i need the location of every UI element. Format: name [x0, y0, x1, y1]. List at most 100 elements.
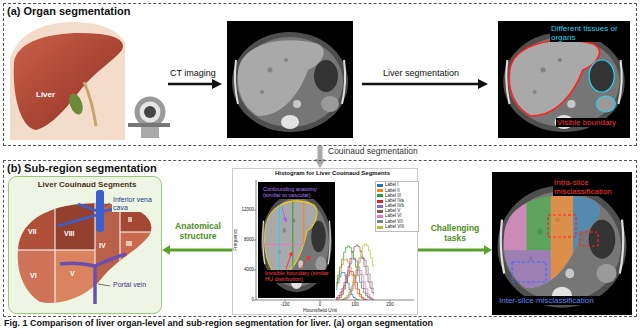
callout-text: Confounding anatomy (similar to vascular…: [262, 186, 324, 199]
tick-label: 200: [382, 302, 398, 307]
edge-label: Couinaud segmentation: [327, 147, 419, 157]
couinaud-anatomy: [9, 177, 162, 314]
legend-row: Label VIII: [377, 225, 417, 230]
edge-label: Anatomical structure: [168, 222, 228, 242]
panel-title: (a) Organ segmentation: [7, 5, 130, 18]
connector-line: [168, 249, 232, 252]
legend-row: Label VII: [377, 219, 417, 224]
histogram-bars: [336, 245, 374, 300]
histogram-figure: [258, 182, 335, 298]
ct-scanner-icon: [144, 106, 156, 118]
ct-error-image: [502, 250, 551, 299]
legend-swatch: [377, 210, 383, 213]
legend-text: Label VI: [385, 214, 402, 219]
ct-error-image: [548, 215, 576, 237]
ct-segmentation-image: [498, 21, 630, 138]
connector-line: [418, 249, 486, 252]
ct-error-image: [526, 183, 550, 250]
ct-scanner-icon: [137, 99, 163, 125]
process-arrow: [212, 79, 222, 89]
liver-illustration: [10, 22, 125, 140]
histogram-figure: [233, 169, 418, 315]
liver-illustration: [84, 82, 96, 126]
ct-segmentation-image: [596, 96, 615, 112]
ct-scanner-icon: [128, 123, 170, 127]
anatomy-diagram: Liver Couinaud SegmentsInferior vena cav…: [8, 176, 162, 314]
process-arrow: [168, 83, 214, 86]
histogram-figure: [300, 256, 310, 269]
histogram-figure: [260, 191, 304, 280]
legend-text: Label IVb: [385, 204, 404, 209]
segment-number: V: [70, 270, 75, 278]
ct-error-image: [492, 172, 632, 315]
histogram-figure: [303, 191, 304, 280]
arrow-head: [162, 245, 170, 255]
ct-segmentation-image: [509, 40, 599, 116]
ct-error-image: [492, 172, 632, 315]
panel-box: (a) Organ segmentationLiver Different tis…: [3, 3, 637, 146]
flow-arrow: [315, 146, 326, 168]
segment-number: II: [128, 216, 132, 224]
ct-error-image: [573, 183, 606, 293]
legend-swatch: [377, 189, 383, 192]
flow-arrow: [162, 245, 232, 255]
legend-swatch: [377, 205, 383, 208]
ct-segmentation-image: [498, 21, 630, 138]
segment-number: IV: [99, 242, 106, 250]
organ-illustration: Liver: [10, 22, 125, 140]
histogram-figure: [254, 210, 390, 302]
segment-number: VIII: [64, 230, 75, 238]
chart-title: Histogram for Liver Couinaud Segments: [250, 170, 415, 177]
axis-title: Hounsfield Unit: [300, 308, 340, 314]
callout-text: Inter-slice misclassification: [498, 296, 628, 305]
process-arrow: [362, 83, 480, 86]
liver-illustration: [67, 92, 86, 117]
segment-number: III: [126, 240, 132, 248]
histogram-figure: [282, 207, 286, 222]
histogram-figure: [260, 244, 303, 245]
ct-error-image: [551, 183, 573, 293]
legend-row: Label IVa: [377, 199, 417, 204]
ct-image: [227, 21, 353, 138]
couinaud-anatomy: [120, 232, 160, 310]
callout-text: Invisible boundary (similar HU distribut…: [264, 270, 330, 283]
ct-segmentation-image: Different tissues or organsVisible bound…: [498, 21, 631, 138]
couinaud-anatomy: [60, 254, 126, 304]
legend-swatch: [377, 220, 383, 223]
legend-swatch: [377, 200, 383, 203]
connector-line: [318, 146, 323, 161]
legend-swatch: [377, 226, 383, 229]
histogram-figure: [336, 244, 374, 300]
legend-text: Label I: [385, 183, 399, 188]
legend-text: Label V: [385, 209, 400, 214]
segment-number: VII: [28, 228, 37, 236]
segment-number: VI: [30, 272, 37, 280]
couinaud-anatomy: [10, 195, 55, 250]
tick-label: 12000: [238, 207, 254, 212]
figure-caption: Fig. 1 Comparison of liver organ-level a…: [4, 318, 433, 328]
panel-box: (b) Sub-region segmentationLiver Couinau…: [3, 160, 637, 317]
tick-label: 0: [238, 297, 254, 302]
ct-error-image: [580, 232, 598, 246]
ct-error-image: [502, 183, 606, 299]
histogram-figure: [286, 252, 292, 269]
legend-swatch: [377, 215, 383, 218]
legend-swatch: [377, 194, 383, 197]
legend-row: Label IVb: [377, 204, 417, 209]
histogram-bars: [336, 272, 367, 300]
ct-image: [227, 21, 353, 138]
anatomy-label: Portal vein: [112, 281, 158, 289]
tick-label: 100: [347, 302, 363, 307]
process-arrow: [478, 79, 488, 89]
diagram-title: Liver Couinaud Segments: [16, 180, 158, 189]
axis-title: Frequency: [233, 229, 238, 251]
histogram-figure: [265, 201, 318, 276]
legend-text: Label VII: [385, 220, 403, 225]
ct-scanner-icon: [141, 126, 159, 138]
couinaud-anatomy: [55, 195, 95, 250]
arrow-head: [315, 159, 326, 168]
legend-row: Label II: [377, 188, 417, 193]
ct-error-image: [492, 172, 632, 315]
flow-arrow: [418, 245, 492, 255]
couinaud-anatomy: [55, 250, 95, 310]
